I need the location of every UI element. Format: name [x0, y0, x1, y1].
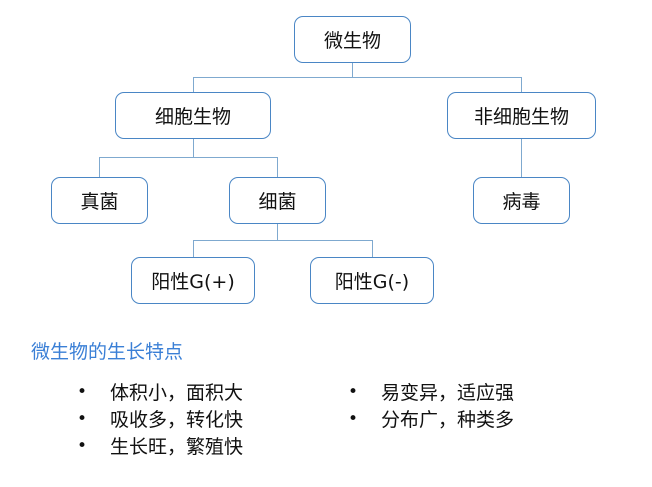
list-item: • 体积小，面积大 [77, 378, 243, 405]
node-label: 非细胞生物 [473, 106, 569, 128]
node-label: 阳性G(-) [334, 271, 410, 293]
node-bacteria: 细菌 [229, 177, 326, 224]
connector-to-non-cell-organisms [521, 77, 522, 92]
list-item: • 分布广，种类多 [348, 405, 514, 432]
node-non-cell-organisms: 非细胞生物 [447, 92, 596, 139]
microbe-classification-tree: 微生物 细胞生物 非细胞生物 真菌 细菌 病毒 阳性G(+) 阳性G(-) [51, 16, 596, 304]
list-item: • 吸收多，转化快 [77, 405, 243, 432]
node-microorganism: 微生物 [294, 16, 411, 63]
node-label: 微生物 [323, 30, 381, 52]
growth-traits-title: 微生物的生长特点 [31, 341, 184, 363]
traits-list-right: • 易变异，适应强 • 分布广，种类多 [348, 378, 514, 432]
node-label: 细菌 [258, 191, 297, 213]
connector-root-down [352, 63, 353, 77]
connector-level3-bar [193, 240, 373, 241]
list-item-text: 生长旺，繁殖快 [110, 436, 244, 458]
connector-level2-bar [99, 157, 278, 158]
bullet-icon: • [77, 381, 88, 402]
list-item: • 易变异，适应强 [348, 378, 514, 405]
list-item-text: 体积小，面积大 [110, 382, 244, 404]
list-item-text: 分布广，种类多 [381, 409, 515, 431]
connector-level1-bar [193, 77, 522, 78]
node-gram-positive-plus: 阳性G(+) [131, 257, 255, 304]
node-virus: 病毒 [473, 177, 570, 224]
list-item-text: 易变异，适应强 [381, 382, 515, 404]
bullet-icon: • [348, 408, 359, 429]
connector-bacteria-down [277, 224, 278, 240]
connector-to-cell-organisms [193, 77, 194, 92]
bullet-icon: • [77, 435, 88, 456]
connector-to-virus [521, 139, 522, 177]
node-label: 细胞生物 [154, 106, 231, 128]
node-cell-organisms: 细胞生物 [115, 92, 271, 139]
connector-cell-down [193, 139, 194, 157]
connector-to-gram-b [372, 240, 373, 257]
list-item-text: 吸收多，转化快 [110, 409, 244, 431]
node-label: 阳性G(+) [151, 271, 235, 293]
connector-to-bacteria [277, 157, 278, 177]
bullet-icon: • [77, 408, 88, 429]
node-label: 真菌 [80, 191, 119, 213]
list-item: • 生长旺，繁殖快 [77, 432, 243, 459]
node-fungi: 真菌 [51, 177, 148, 224]
connector-to-fungi [99, 157, 100, 177]
node-gram-positive-minus: 阳性G(-) [310, 257, 434, 304]
traits-list-left: • 体积小，面积大 • 吸收多，转化快 • 生长旺，繁殖快 [77, 378, 243, 459]
node-label: 病毒 [502, 191, 541, 213]
connector-to-gram-a [193, 240, 194, 257]
bullet-icon: • [348, 381, 359, 402]
